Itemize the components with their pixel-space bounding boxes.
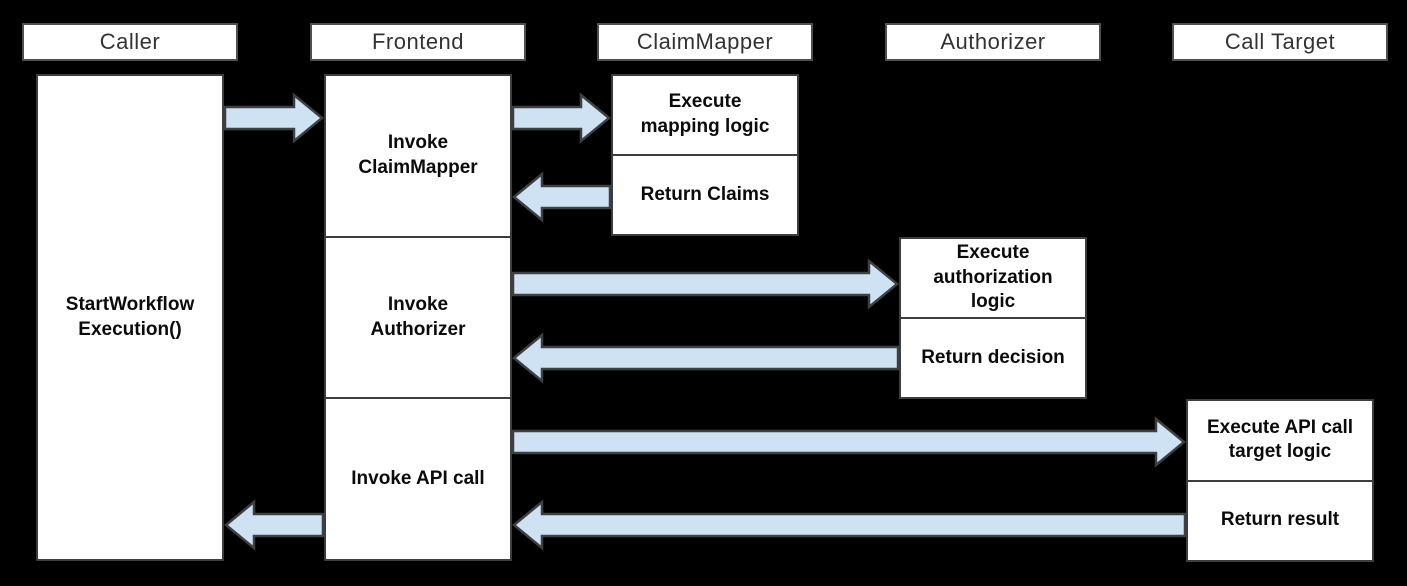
actor-header-caller: Caller [22, 23, 238, 61]
claimmapper-step-return: Return Claims [613, 154, 797, 234]
caller-activation-box: StartWorkflow Execution() [36, 74, 224, 561]
arrow-frontend-to-claimmapper-icon [511, 92, 611, 144]
call-target-box: Execute API call target logic Return res… [1186, 399, 1374, 562]
authorizer-step-execute: Execute authorization logic [933, 242, 1053, 313]
arrow-authorizer-to-frontend-icon [512, 332, 900, 384]
arrow-frontend-to-calltarget-icon [511, 416, 1186, 468]
arrow-caller-to-frontend-icon [223, 92, 324, 144]
actor-header-frontend: Frontend [310, 23, 526, 61]
authorizer-box: Execute authorization logic Return decis… [899, 237, 1087, 399]
authorizer-step-return: Return decision [901, 317, 1085, 397]
frontend-step-invoke-authorizer: Invoke Authorizer [326, 235, 510, 398]
arrow-frontend-to-caller-icon [224, 499, 325, 551]
actor-header-claimmapper: ClaimMapper [597, 23, 813, 61]
claimmapper-step-execute: Execute mapping logic [640, 91, 770, 137]
actor-label: ClaimMapper [636, 29, 774, 54]
arrow-calltarget-to-frontend-icon [512, 499, 1187, 551]
actor-label: Call Target [1224, 29, 1336, 54]
caller-activation-label: StartWorkflow Execution() [65, 293, 195, 340]
frontend-step-invoke-claimmapper: Invoke ClaimMapper [358, 132, 478, 178]
frontend-activation-box: Invoke ClaimMapper Invoke Authorizer Inv… [324, 74, 512, 561]
actor-header-call-target: Call Target [1172, 23, 1388, 61]
call-target-step-return: Return result [1188, 479, 1372, 561]
arrow-claimmapper-to-frontend-icon [512, 171, 612, 223]
actor-label: Caller [99, 29, 161, 54]
claimmapper-box: Execute mapping logic Return Claims [611, 74, 799, 236]
arrow-frontend-to-authorizer-icon [511, 258, 899, 310]
actor-label: Frontend [371, 29, 465, 54]
actor-label: Authorizer [940, 29, 1046, 54]
call-target-step-execute: Execute API call target logic [1206, 416, 1354, 463]
actor-header-authorizer: Authorizer [885, 23, 1101, 61]
frontend-step-invoke-api-call: Invoke API call [326, 397, 510, 559]
